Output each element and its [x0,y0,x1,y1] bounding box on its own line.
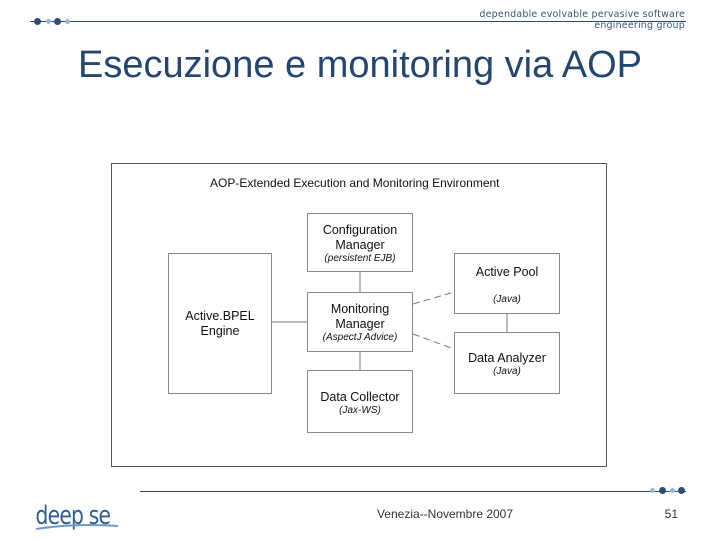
monitoring-manager-tech: (AspectJ Advice) [322,332,398,343]
footer-dot [678,487,685,494]
connector-monitoring-analyzer [412,333,455,350]
footer-rule [140,491,686,492]
connector-monitoring-pool [412,291,455,305]
group-tagline: dependable evolvable pervasive software … [479,9,685,31]
header-dot [54,18,61,25]
footer-dot [659,487,666,494]
footer-dot [650,488,655,493]
active-pool-label: Active Pool [475,265,539,279]
monitoring-manager-label: Monitoring Manager [330,302,390,331]
header-dot [34,18,41,25]
configuration-manager-tech: (persistent EJB) [324,253,396,264]
data-analyzer-label: Data Analyzer [468,351,546,365]
active-pool-tech: (Java) [493,294,521,305]
footer-location-date: Venezia--Novembre 2007 [376,507,514,521]
deep-se-logo: deep se [36,501,119,531]
active-bpel-engine-label: Active.BPEL Engine [185,309,255,338]
page-number: 51 [664,507,678,521]
monitoring-manager-box: Monitoring Manager (AspectJ Advice) [307,292,413,352]
data-analyzer-tech: (Java) [493,366,521,377]
slide-title: Esecuzione e monitoring via AOP [78,44,642,86]
header-dot [65,19,70,24]
data-analyzer-box: Data Analyzer (Java) [454,332,560,394]
diagram-title: AOP-Extended Execution and Monitoring En… [210,176,500,190]
footer-dot [670,488,675,493]
configuration-manager-label: Configuration Manager [322,223,398,252]
active-pool-box: Active Pool (Java) [454,253,560,314]
data-collector-tech: (Jax-WS) [339,405,381,416]
header-dot [46,19,51,24]
data-collector-label: Data Collector [320,390,400,404]
configuration-manager-box: Configuration Manager (persistent EJB) [307,213,413,272]
active-bpel-engine-box: Active.BPEL Engine [168,253,272,394]
data-collector-box: Data Collector (Jax-WS) [307,370,413,433]
header-rule [30,21,686,22]
